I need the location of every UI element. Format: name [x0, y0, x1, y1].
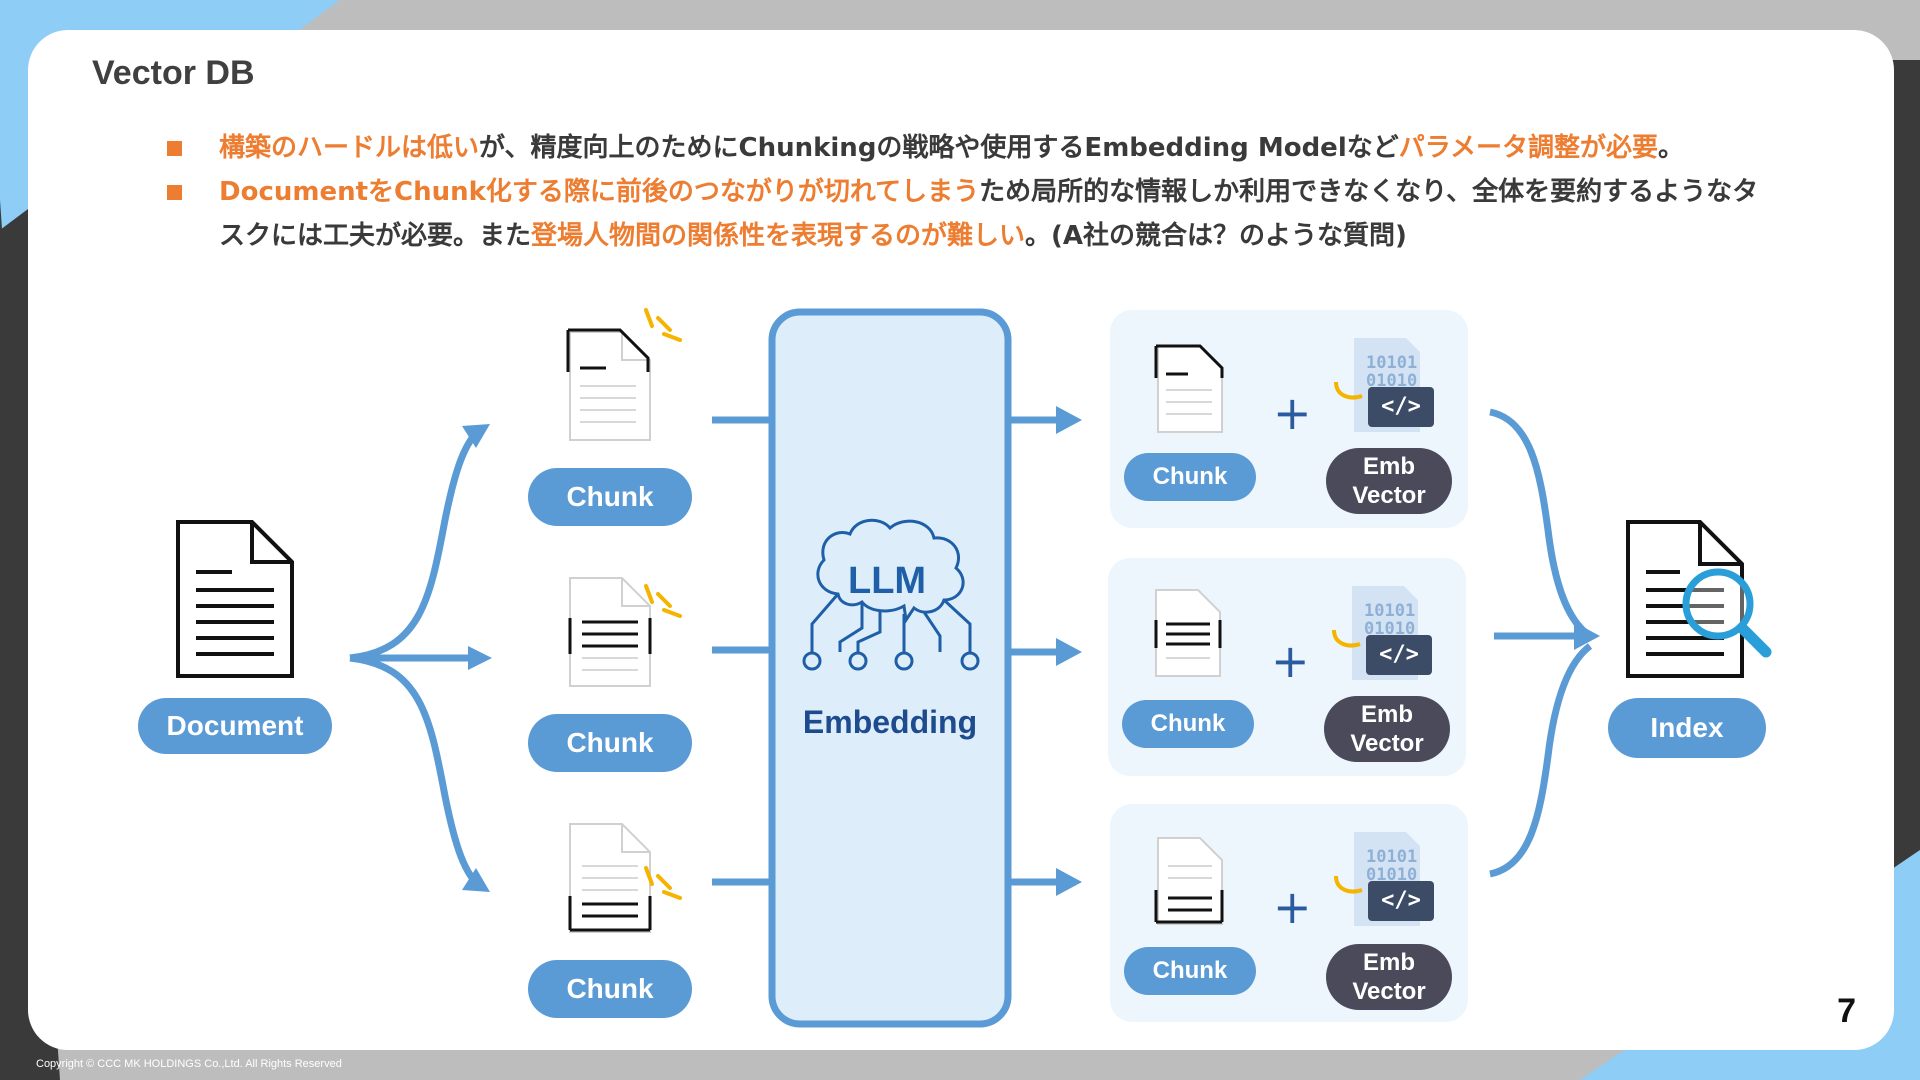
chunk-document-icon — [568, 823, 652, 933]
binary-line: 01010 — [1366, 371, 1418, 391]
binary-line: 10101 — [1366, 353, 1418, 373]
magnifier-icon — [1682, 568, 1772, 658]
chunk-document-icon — [1154, 837, 1224, 925]
embedding-label: Embedding — [802, 704, 978, 740]
document-label: Document — [138, 698, 332, 754]
bullet-segment: パラメータ調整が必要 — [1398, 133, 1658, 163]
bullet-text: DocumentをChunk化する際に前後のつながりが切れてしまうため局所的な情… — [219, 177, 1758, 251]
chunk-label: Chunk — [1124, 453, 1256, 501]
copyright-text: Copyright © CCC MK HOLDINGS Co.,Ltd. All… — [36, 1058, 342, 1070]
chunk-label: Chunk — [528, 960, 692, 1018]
bullet-segment: 登場人物間の関係性を表現するのが難しい — [531, 221, 1026, 251]
sparkle-icon — [644, 308, 682, 342]
plus-icon: + — [1271, 634, 1310, 688]
bullet-segment: が、精度向上のためにChunkingの戦略や使用するEmbedding Mode… — [479, 133, 1399, 163]
binary-line: 01010 — [1364, 619, 1416, 639]
binary-line: 10101 — [1364, 601, 1416, 621]
bullet-square-icon — [167, 185, 182, 200]
bullet-text: 構築のハードルは低いが、精度向上のためにChunkingの戦略や使用するEmbe… — [219, 133, 1684, 163]
bullet-segment: 。 — [1657, 133, 1684, 163]
split-arrowheads — [462, 424, 492, 892]
bullet-segment: DocumentをChunk化する際に前後のつながりが切れてしまう — [219, 177, 980, 207]
chunk-document-icon — [1154, 344, 1224, 433]
page-number: 7 — [1837, 992, 1856, 1030]
bullet-square-icon — [167, 141, 182, 156]
merge-arrowhead — [1574, 622, 1600, 650]
bullet-segment: ため局所的な情報しか利用できなくなり、全体を要約するようなタスクには工夫が必要。… — [219, 177, 1759, 251]
brain-icon — [802, 518, 980, 671]
emb-vector-line: Emb — [1362, 453, 1415, 480]
bullet-segment: 。(A社の競合は？のような質問) — [1025, 221, 1407, 251]
index-label: Index — [1608, 698, 1766, 758]
document-icon — [176, 520, 294, 678]
sparkle-icon — [644, 866, 682, 900]
embedding-box — [768, 308, 1012, 1028]
emb-vector-line: Vector — [1352, 978, 1426, 1005]
bullet-item: DocumentをChunk化する際に前後のつながりが切れてしまうため局所的な情… — [165, 170, 1775, 258]
merge-arrows — [1489, 408, 1593, 878]
embedding-to-result-arrows — [1010, 406, 1082, 896]
bullet-segment: 構築のハードルは低い — [219, 133, 480, 163]
emb-vector-line: Emb — [1360, 701, 1413, 728]
binary-line: 10101 — [1366, 847, 1418, 867]
chunk-document-icon — [566, 328, 651, 441]
code-tag-icon: </> — [1368, 387, 1434, 427]
bullet-item: 構築のハードルは低いが、精度向上のためにChunkingの戦略や使用するEmbe… — [165, 126, 1775, 170]
chunk-document-icon — [568, 577, 652, 687]
chunk-label: Chunk — [528, 714, 692, 772]
emb-vector-line: Vector — [1350, 730, 1424, 757]
chunk-label: Chunk — [1124, 947, 1256, 995]
slide-title: Vector DB — [92, 54, 255, 92]
sparkle-icon — [644, 584, 682, 618]
chunk-document-icon — [1154, 589, 1222, 677]
chunk-label: Chunk — [1122, 700, 1254, 748]
chunk-label: Chunk — [528, 468, 692, 526]
code-tag-icon: </> — [1366, 635, 1432, 675]
bullet-list: 構築のハードルは低いが、精度向上のためにChunkingの戦略や使用するEmbe… — [165, 126, 1775, 258]
split-arrows — [349, 425, 485, 891]
llm-label: LLM — [848, 560, 927, 602]
binary-line: 01010 — [1366, 865, 1418, 885]
code-tag-icon: </> — [1368, 881, 1434, 921]
emb-vector-line: Emb — [1362, 949, 1415, 976]
emb-vector-line: Vector — [1352, 482, 1426, 509]
plus-icon: + — [1273, 386, 1312, 440]
plus-icon: + — [1273, 880, 1312, 934]
chunk-to-embedding-lines — [712, 416, 774, 886]
